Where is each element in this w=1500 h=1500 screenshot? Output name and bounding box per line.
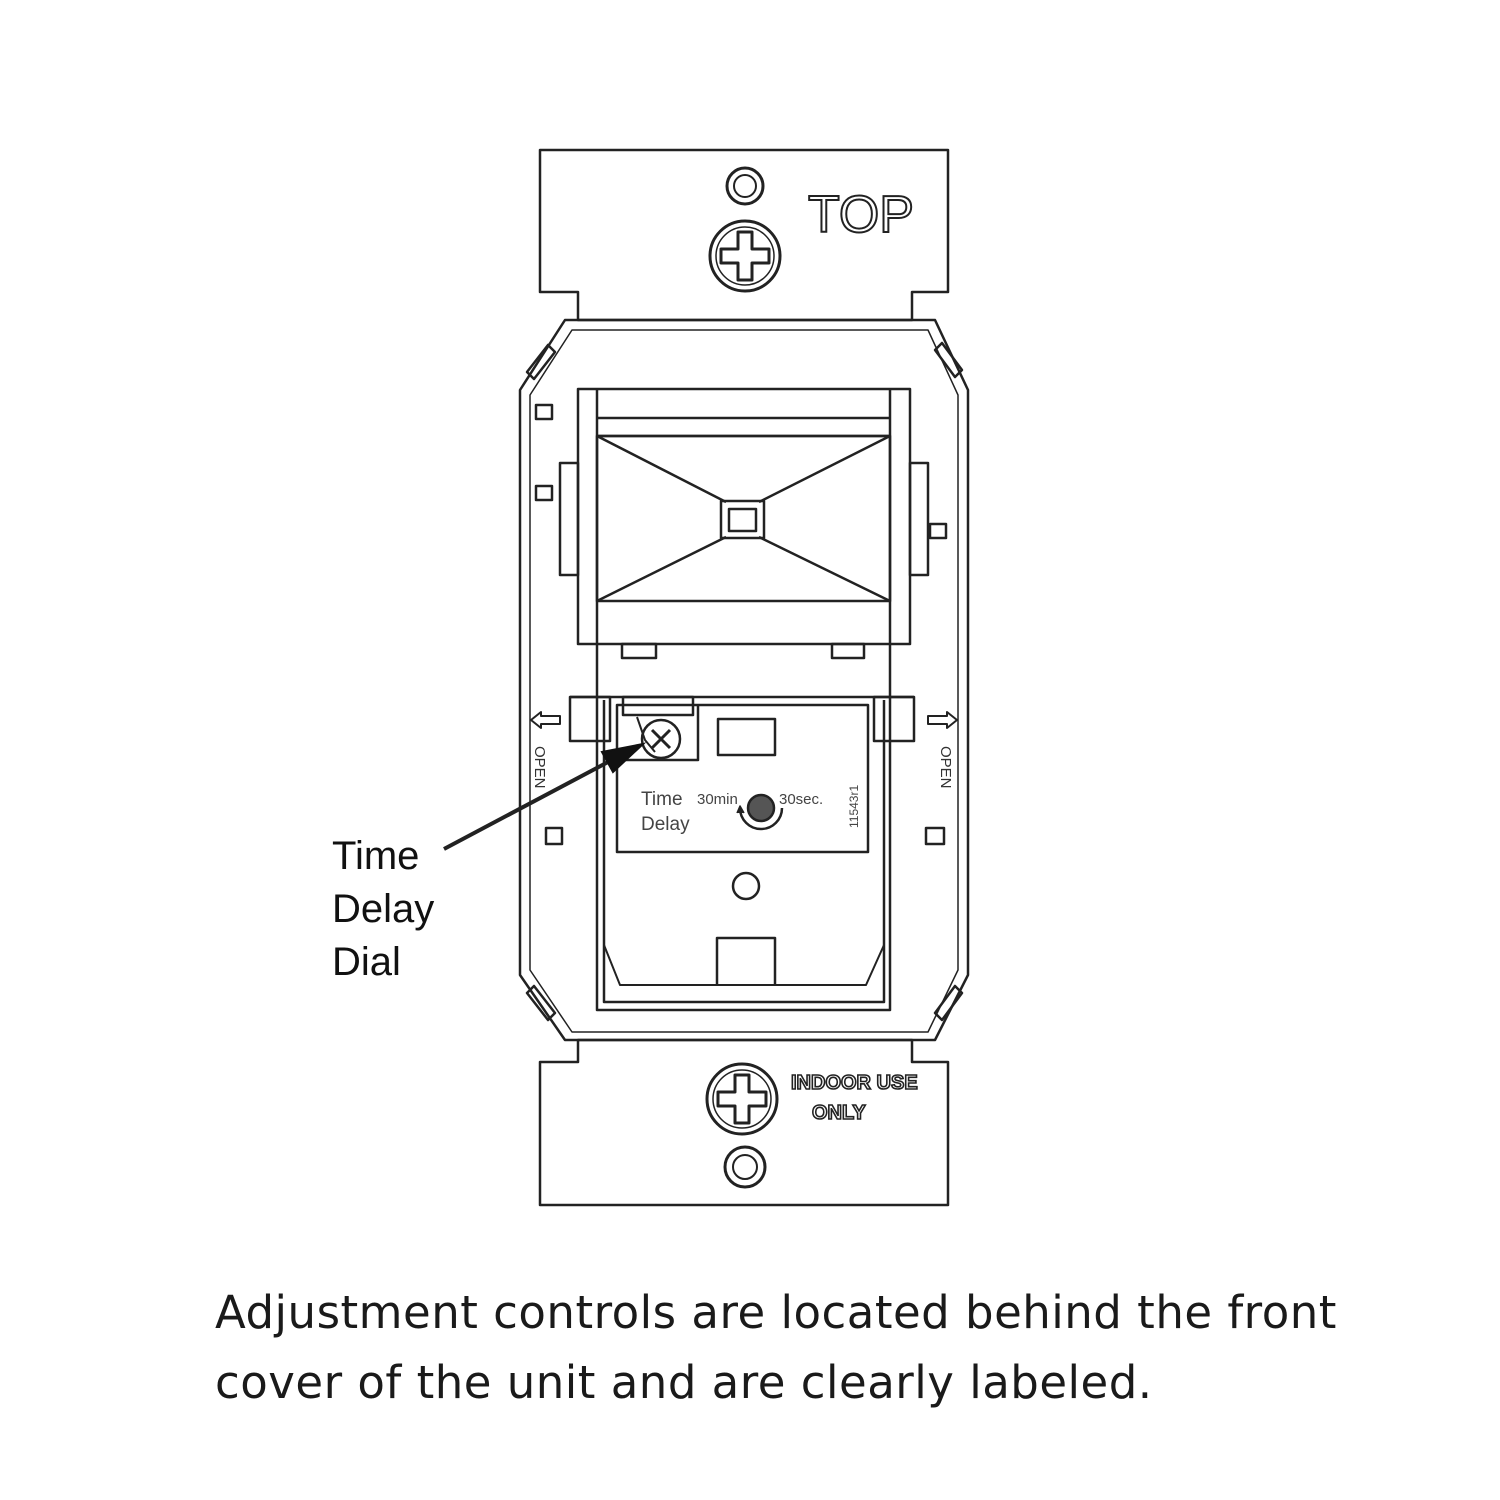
caption: Adjustment controls are located behind t…: [215, 1278, 1455, 1418]
callout-arrowhead-icon: [600, 742, 647, 774]
indoor-label-line1: INDOOR USE: [791, 1072, 918, 1094]
top-hole-inner: [733, 174, 757, 198]
callout-label: Time Delay Dial: [332, 830, 434, 989]
sensor-eye-icon: [719, 499, 766, 540]
dial-min-label: 30min: [697, 791, 738, 808]
part-number: 11543r1: [847, 785, 861, 828]
clip-top-right: [933, 341, 964, 379]
device-body-inner: [529, 329, 959, 1033]
callout-line1: Time: [332, 834, 420, 878]
callout-arrow-line: [443, 759, 611, 851]
dial-label-line1: Time: [641, 789, 683, 810]
lens-housing: [576, 387, 912, 646]
top-label: TOP: [808, 186, 914, 244]
open-label-right: OPEN: [937, 746, 954, 789]
top-screw-cross: [719, 230, 771, 282]
bottom-hole-icon: [723, 1145, 767, 1189]
top-hole-icon: [725, 166, 765, 206]
open-label-left: OPEN: [531, 746, 548, 789]
lower-frame: [595, 644, 892, 1012]
control-window: [716, 717, 777, 757]
callout-line3: Dial: [332, 940, 401, 984]
indoor-label-line2: ONLY: [812, 1102, 866, 1124]
callout-line2: Delay: [332, 887, 435, 931]
sensor-lens: [595, 434, 892, 603]
open-arrow-right-icon: [927, 711, 958, 729]
clip-bottom-right: [933, 984, 964, 1022]
dial-max-label: 30sec.: [779, 791, 823, 808]
dial-label-line2: Delay: [641, 814, 690, 835]
bottom-screw-icon: [705, 1062, 779, 1136]
bottom-screw-cross: [716, 1073, 768, 1125]
device-body: [518, 318, 970, 1042]
caption-line2: cover of the unit and are clearly labele…: [215, 1356, 1153, 1409]
open-arrow-left-icon: [530, 711, 561, 729]
caption-line1: Adjustment controls are located behind t…: [215, 1286, 1337, 1339]
clip-top-left: [525, 343, 557, 381]
time-delay-dial[interactable]: [746, 793, 776, 823]
top-screw-icon: [708, 219, 782, 293]
panel-screw-icon: [640, 718, 682, 760]
clip-bottom-left: [525, 984, 557, 1022]
control-panel: [615, 703, 870, 854]
mounting-strap-bottom: [538, 1038, 950, 1207]
bottom-test-hole: [731, 871, 761, 901]
